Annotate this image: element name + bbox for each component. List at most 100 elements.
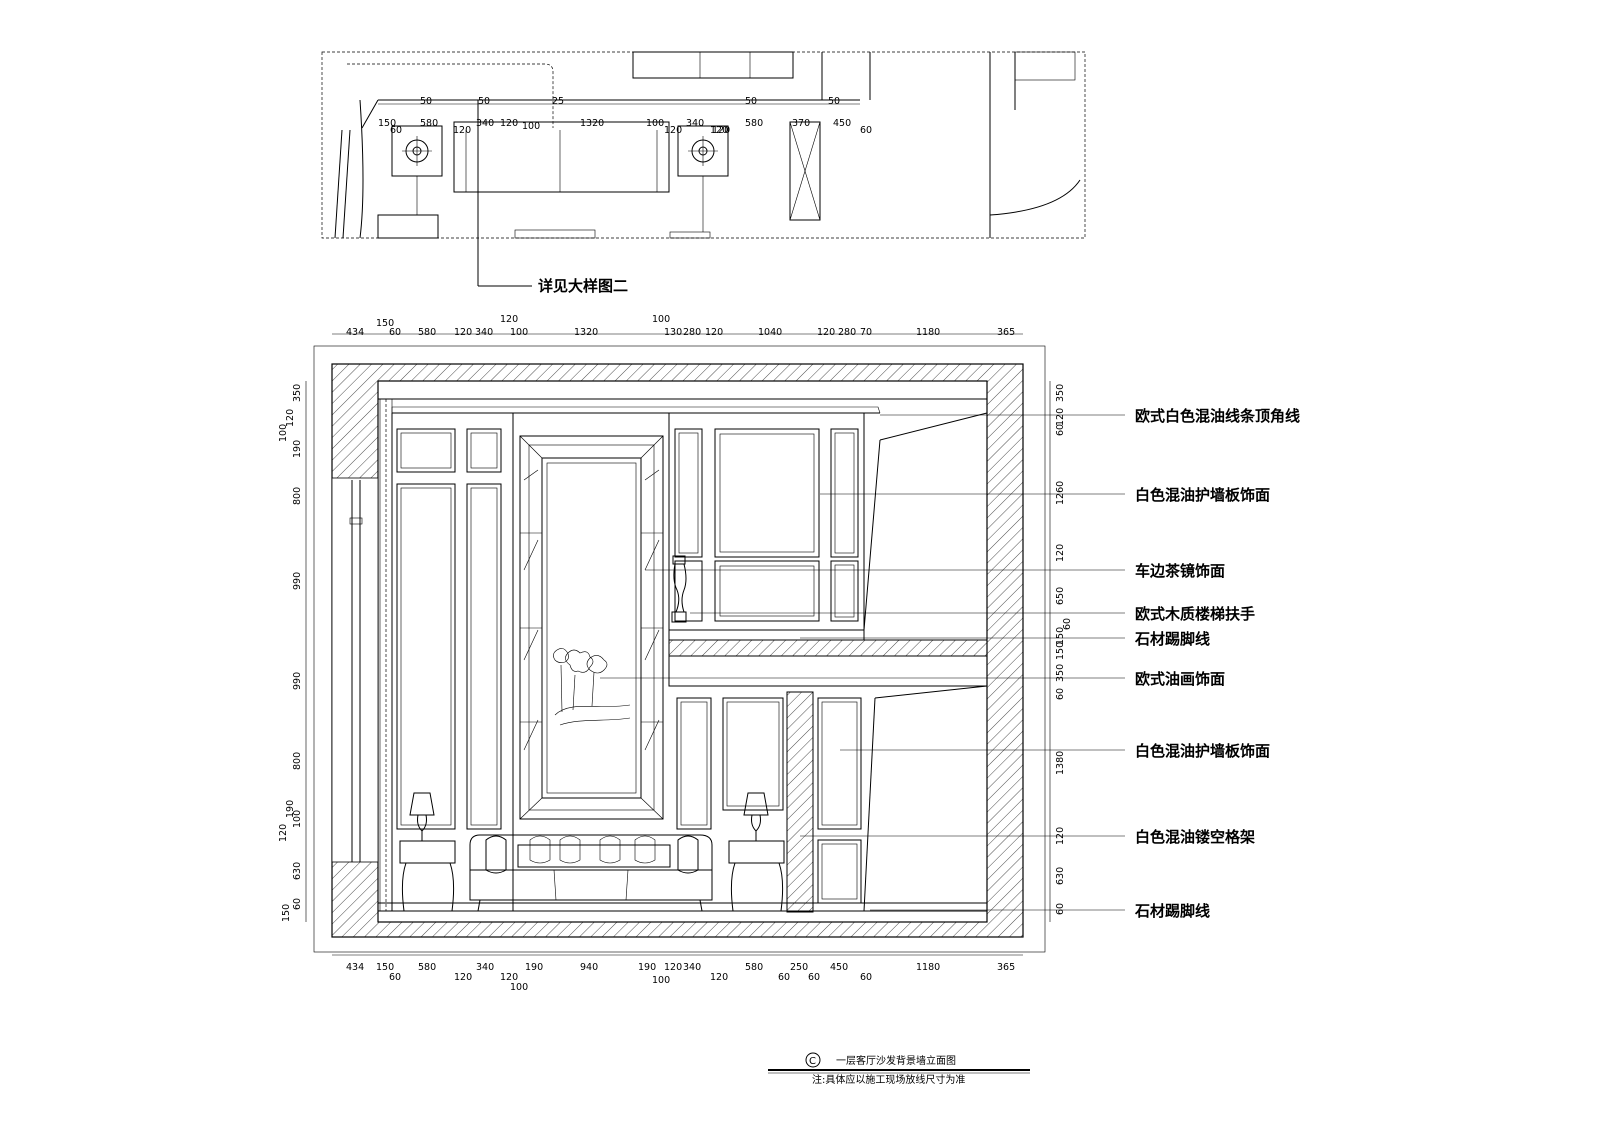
title-block: C 一层客厅沙发背景墙立面图 注:具体应以施工现场放线尺寸为准 [768,1052,1030,1086]
elevation-sofa [469,834,713,912]
elevation-boundary [313,345,1046,953]
svg-text:1380: 1380 [1055,751,1066,775]
elevation-side-table-right [728,792,785,912]
plan-dim: 120 [453,125,471,136]
svg-text:190: 190 [292,440,303,458]
elev-bottom-dim: 60 [389,972,401,983]
svg-text:60: 60 [1055,688,1066,700]
elev-bottom-dim: 60 [778,972,790,983]
elev-bottom-dim: 434 [346,962,364,973]
plan-dim: 340 [686,118,704,129]
plan-boundary [321,51,1086,239]
plan-dim: 450 [833,118,851,129]
svg-text:990: 990 [292,672,303,690]
plan-dim: 340 [476,118,494,129]
svg-text:990: 990 [292,572,303,590]
svg-text:800: 800 [292,752,303,770]
elev-top-dim: 1320 [574,327,598,338]
elev-top-dim: 120 [817,327,835,338]
svg-text:120: 120 [1055,544,1066,562]
drawing-title: 一层客厅沙发背景墙立面图 [836,1054,956,1067]
svg-text:120: 120 [1055,408,1066,426]
plan-dim: 580 [745,118,763,129]
svg-text:350: 350 [1055,384,1066,402]
plan-dim: 120 [712,125,730,136]
elevation-side-table-left [399,792,456,912]
elev-top-dim: 150 [376,318,394,329]
elev-bottom-dim: 250 [790,962,808,973]
svg-text:150: 150 [1055,642,1066,660]
plan-dim: 50 [420,96,432,107]
elev-bottom-dim: 580 [418,962,436,973]
svg-text:650: 650 [1055,587,1066,605]
elev-bottom-dim: 60 [860,972,872,983]
elev-bottom-dim: 190 [638,962,656,973]
elev-bottom-dim: 940 [580,962,598,973]
elev-top-dim: 280 [683,327,701,338]
callout-wainscot-lower: 白色混油护墙板饰面 [1135,742,1270,760]
plan-dim: 1320 [580,118,604,129]
plan-dim: 120 [710,125,728,136]
elev-top-dim: 120 [454,327,472,338]
svg-text:150: 150 [281,904,292,922]
elev-bottom-dim: 150 [376,962,394,973]
elev-top-dim: 100 [652,314,670,325]
elev-top-dim: 120 [705,327,723,338]
callout-crown-molding: 欧式白色混油线条顶角线 [1135,407,1300,425]
mirror-frame [519,435,664,820]
svg-text:630: 630 [1055,867,1066,885]
callout-wainscot-upper: 白色混油护墙板饰面 [1135,486,1270,504]
plan-dim: 150 [378,118,396,129]
callout-skirting-upper: 石材踢脚线 [1134,630,1210,648]
svg-text:1260: 1260 [1055,481,1066,505]
stair-newel-post [671,555,687,623]
elev-bottom-dim: 580 [745,962,763,973]
elevation-view: 434 150 60 580 120 340 120 100 1320 100 … [278,314,1300,993]
plan-dim: 100 [522,121,540,132]
plan-dim: 580 [420,118,438,129]
openwork-shelf [786,691,814,913]
elev-top-dim: 434 [346,327,364,338]
callout-leaders [600,414,1125,911]
elev-bottom-dim: 450 [830,962,848,973]
elev-left-dims: 350 120 100 190 800 990 990 800 190 100 … [278,384,303,922]
elev-top-dim: 100 [510,327,528,338]
svg-text:800: 800 [292,487,303,505]
elev-bottom-dim: 100 [652,975,670,986]
elev-top-dim: 1180 [916,327,940,338]
callout-bevel-mirror: 车边茶镜饰面 [1135,562,1225,580]
svg-text:350: 350 [292,384,303,402]
svg-text:150: 150 [1055,627,1066,645]
elev-top-dim: 280 [838,327,856,338]
svg-text:120: 120 [285,409,296,427]
svg-text:350: 350 [1055,664,1066,682]
svg-text:60: 60 [1055,424,1066,436]
plan-dim: 100 [646,118,664,129]
callout-skirting-lower: 石材踢脚线 [1134,902,1210,920]
elev-top-dim: 130 [664,327,682,338]
elev-bottom-dim: 120 [710,972,728,983]
section-symbol [805,1052,821,1068]
oil-painting-trees [553,648,631,726]
svg-text:630: 630 [292,862,303,880]
plan-dim: 60 [390,125,402,136]
elev-bottom-dim: 120 [664,962,682,973]
elev-top-dim: 340 [475,327,493,338]
section-symbol-letter: C [809,1056,816,1067]
plan-sofa [453,121,670,193]
elev-bottom-dim: 60 [808,972,820,983]
plan-dim: 50 [478,96,490,107]
elev-bottom-dim: 340 [683,962,701,973]
svg-text:60: 60 [1062,618,1073,630]
elev-bottom-dim: 100 [510,982,528,993]
elev-bottom-dim: 190 [525,962,543,973]
elev-top-dim: 1040 [758,327,782,338]
elev-top-dim: 580 [418,327,436,338]
drawing-note: 注:具体应以施工现场放线尺寸为准 [812,1073,965,1086]
plan-dim: 50 [828,96,840,107]
svg-text:100: 100 [292,810,303,828]
elev-bottom-dim: 365 [997,962,1015,973]
elev-top-dim: 70 [860,327,872,338]
plan-dim: 370 [792,118,810,129]
elev-top-dim: 365 [997,327,1015,338]
